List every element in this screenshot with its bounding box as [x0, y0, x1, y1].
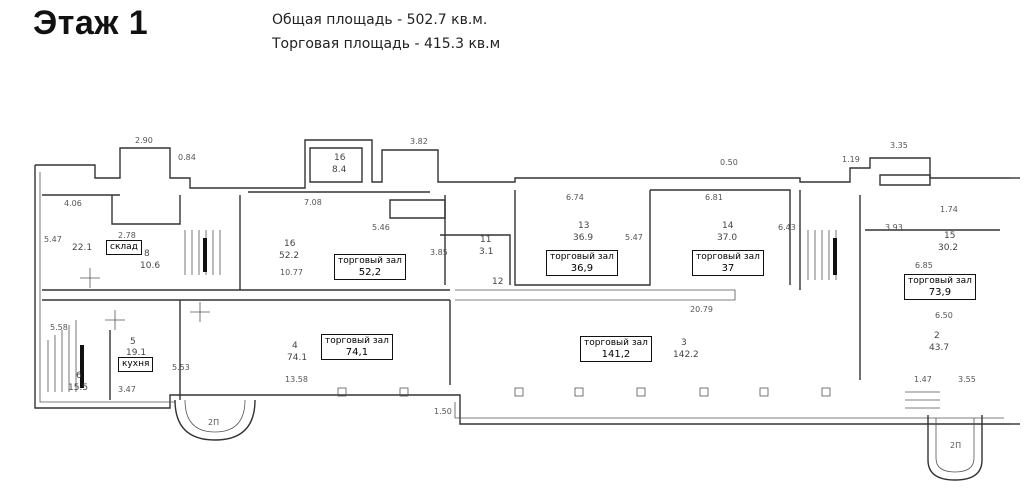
svg-text:3: 3 — [681, 338, 687, 348]
svg-text:3.55: 3.55 — [958, 375, 976, 384]
floor-title: Этаж 1 — [33, 4, 149, 42]
columns — [337, 387, 831, 397]
svg-text:3.82: 3.82 — [410, 137, 428, 146]
svg-text:13: 13 — [578, 221, 589, 231]
dimension-labels: 2.90 3.82 3.35 0.50 7.08 5.46 10.77 6.74… — [44, 136, 976, 416]
svg-text:6.50: 6.50 — [935, 311, 953, 320]
svg-text:16: 16 — [284, 239, 296, 249]
outer-walls — [34, 139, 1020, 425]
svg-text:8.4: 8.4 — [332, 165, 347, 175]
survey-crosshairs — [80, 268, 210, 330]
svg-text:11: 11 — [480, 235, 491, 245]
room-label-zal-4: торговый зал 74,1 — [321, 334, 393, 360]
svg-text:14: 14 — [722, 221, 734, 231]
room-label-zal-14: торговый зал 37 — [692, 250, 764, 276]
svg-text:15.5: 15.5 — [68, 383, 88, 393]
svg-text:5.47: 5.47 — [625, 233, 643, 242]
svg-text:15: 15 — [944, 231, 955, 241]
svg-text:19.1: 19.1 — [126, 348, 146, 358]
svg-text:12: 12 — [492, 277, 503, 287]
svg-text:0.50: 0.50 — [720, 158, 738, 167]
svg-text:22.1: 22.1 — [72, 243, 92, 253]
svg-text:6: 6 — [76, 371, 82, 381]
svg-text:2: 2 — [934, 331, 940, 341]
svg-text:1.19: 1.19 — [842, 155, 860, 164]
svg-text:2.78: 2.78 — [118, 231, 136, 240]
stairs — [47, 230, 940, 409]
svg-text:43.7: 43.7 — [929, 343, 949, 353]
entrance-porches: 2П 2П — [174, 399, 983, 481]
svg-text:1.50: 1.50 — [434, 407, 452, 416]
svg-text:10.6: 10.6 — [140, 261, 160, 271]
svg-text:16: 16 — [334, 153, 346, 163]
svg-text:7.08: 7.08 — [304, 198, 322, 207]
room-label-zal-3: торговый зал 141,2 — [580, 336, 652, 362]
svg-text:52.2: 52.2 — [279, 251, 299, 261]
svg-text:3.93: 3.93 — [885, 223, 903, 232]
svg-text:8: 8 — [144, 249, 150, 259]
room-label-sklad: склад — [106, 240, 142, 255]
svg-text:3.47: 3.47 — [118, 385, 136, 394]
svg-text:10.77: 10.77 — [280, 268, 303, 277]
svg-text:3.1: 3.1 — [479, 247, 493, 257]
svg-text:5.58: 5.58 — [50, 323, 68, 332]
svg-text:20.79: 20.79 — [690, 305, 713, 314]
svg-text:3.35: 3.35 — [890, 141, 908, 150]
svg-text:30.2: 30.2 — [938, 243, 958, 253]
room-label-kuhnya: кухня — [118, 357, 154, 372]
svg-text:13.58: 13.58 — [285, 375, 308, 384]
svg-text:1.47: 1.47 — [914, 375, 932, 384]
svg-text:1.74: 1.74 — [940, 205, 958, 214]
interior-walls — [42, 147, 1000, 400]
svg-text:37.0: 37.0 — [717, 233, 737, 243]
svg-text:4: 4 — [292, 341, 298, 351]
retail-area-text: Торговая площадь - 415.3 кв.м — [272, 36, 501, 52]
svg-text:5.53: 5.53 — [172, 363, 190, 372]
porch-left-mark: 2П — [208, 418, 219, 427]
svg-text:6.74: 6.74 — [566, 193, 584, 202]
svg-text:5.47: 5.47 — [44, 235, 62, 244]
svg-text:6.85: 6.85 — [915, 261, 933, 270]
room-numbers: 16 8.4 16 52.2 11 3.1 12 13 36.9 14 37.0… — [68, 153, 958, 393]
svg-text:0.84: 0.84 — [178, 153, 196, 162]
svg-text:6.43: 6.43 — [778, 223, 796, 232]
svg-text:5: 5 — [130, 337, 136, 347]
room-label-zal-16: торговый зал 52,2 — [334, 254, 406, 280]
room-label-zal-15: торговый зал 73,9 — [904, 274, 976, 300]
svg-text:5.46: 5.46 — [372, 223, 390, 232]
porch-right-mark: 2П — [950, 441, 961, 450]
svg-text:74.1: 74.1 — [287, 353, 307, 363]
svg-text:3.85: 3.85 — [430, 248, 448, 257]
room-label-zal-13: торговый зал 36,9 — [546, 250, 618, 276]
svg-text:2.90: 2.90 — [135, 136, 153, 145]
svg-text:6.81: 6.81 — [705, 193, 723, 202]
svg-text:142.2: 142.2 — [673, 350, 699, 360]
svg-text:4.06: 4.06 — [64, 199, 82, 208]
svg-text:36.9: 36.9 — [573, 233, 593, 243]
total-area-text: Общая площадь - 502.7 кв.м. — [272, 12, 488, 28]
